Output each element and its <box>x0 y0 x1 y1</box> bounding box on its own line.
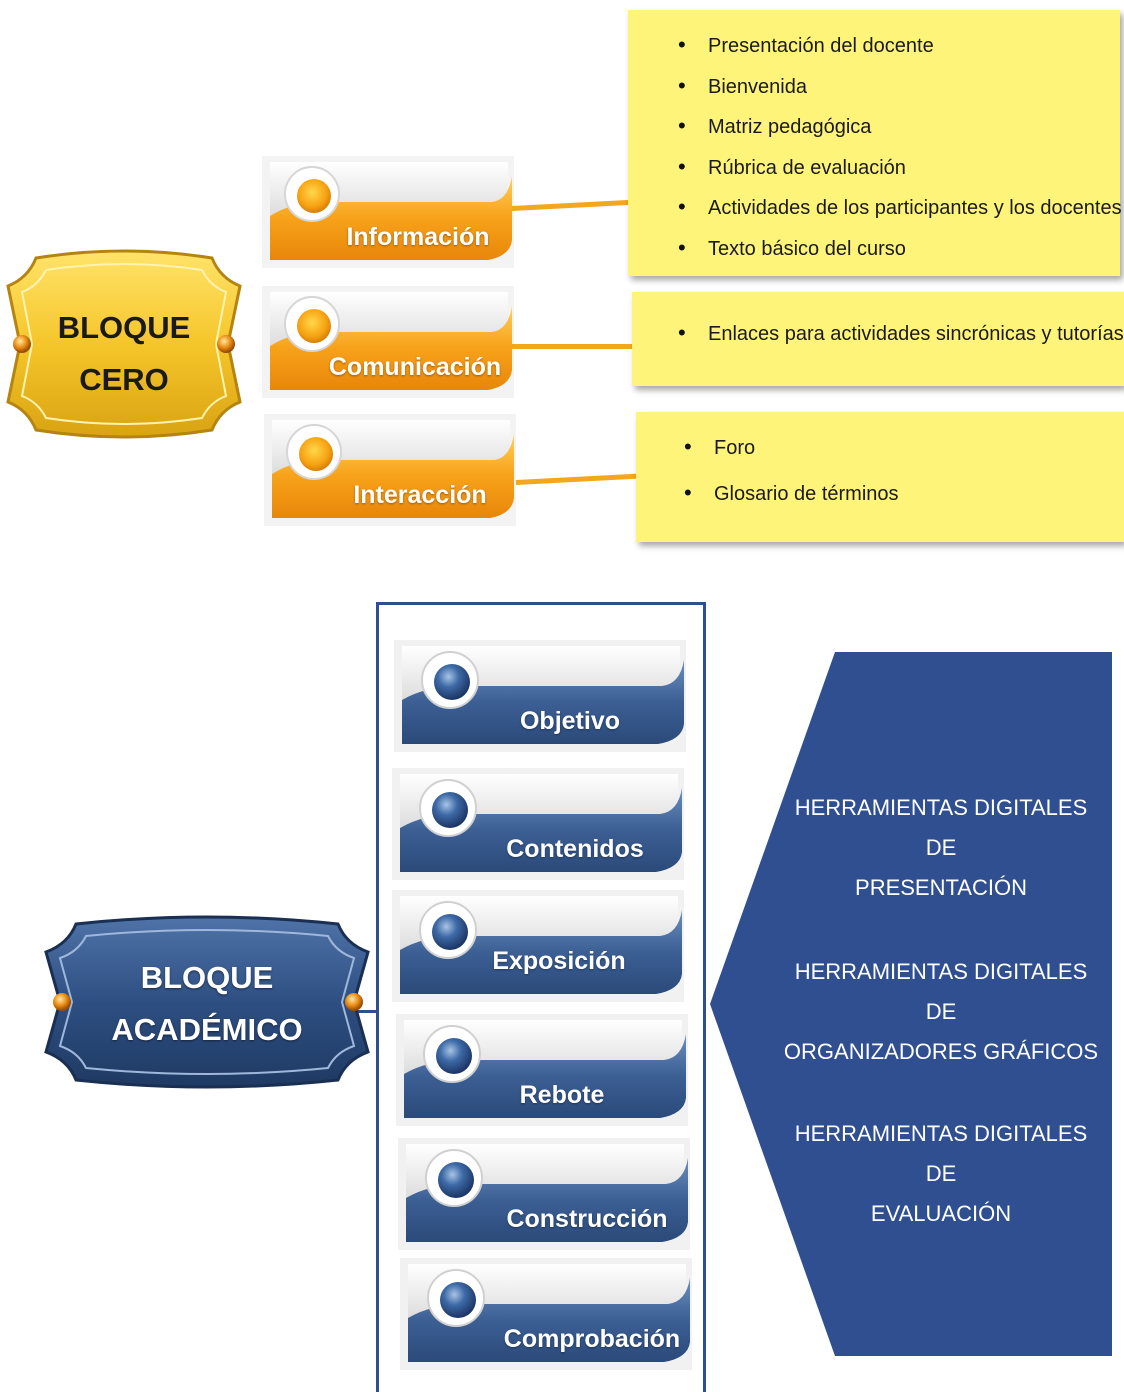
tab-label: Comprobación <box>503 1325 681 1353</box>
tool-evaluacion: HERRAMIENTAS DIGITALES DE EVALUACIÓN <box>794 1121 1088 1226</box>
list-item: Texto básico del curso <box>672 234 1122 276</box>
note-informacion: Presentación del docente Bienvenida Matr… <box>628 10 1122 276</box>
tab-comprobacion[interactable]: Comprobación <box>400 1258 692 1370</box>
note-list: Presentación del docente Bienvenida Matr… <box>672 31 1122 276</box>
tab-label: Exposición <box>492 947 626 975</box>
tab-label: Objetivo <box>519 707 620 735</box>
tab-rebote[interactable]: Rebote <box>396 1014 688 1126</box>
note-list: Enlaces para actividades sincrónicas y t… <box>672 319 1124 348</box>
list-item: Enlaces para actividades sincrónicas y t… <box>672 319 1124 348</box>
bead-icon <box>53 993 71 1011</box>
tab-construccion[interactable]: Construcción <box>398 1138 690 1250</box>
list-item: Bienvenida <box>672 72 1122 114</box>
tab-objetivo[interactable]: Objetivo <box>394 640 686 752</box>
note-list: Foro Glosario de términos <box>678 433 899 526</box>
tab-label: Información <box>346 223 490 251</box>
tab-label: Contenidos <box>506 835 644 863</box>
note-comunicacion: Enlaces para actividades sincrónicas y t… <box>632 292 1124 386</box>
bloque-academico-plaque: BLOQUE ACADÉMICO <box>42 912 372 1092</box>
list-item: Foro <box>678 433 899 480</box>
note-interaccion: Foro Glosario de términos <box>636 412 1124 542</box>
bead-icon <box>217 335 235 353</box>
tab-informacion[interactable]: Información <box>262 156 514 268</box>
tab-exposicion[interactable]: Exposición <box>392 890 684 1002</box>
tab-label: Comunicación <box>328 353 502 381</box>
bloque-cero-title: BLOQUE CERO <box>57 310 191 397</box>
orb-icon <box>299 437 333 471</box>
orb-icon <box>297 179 331 213</box>
connector-comunicacion <box>512 344 634 349</box>
tab-label: Construcción <box>506 1205 668 1233</box>
orb-icon <box>434 664 470 700</box>
tab-label: Rebote <box>519 1081 605 1109</box>
list-item: Matriz pedagógica <box>672 112 1122 154</box>
bloque-cero-plaque: BLOQUE CERO <box>6 248 242 440</box>
orb-icon <box>438 1162 474 1198</box>
bead-icon <box>345 993 363 1011</box>
bloque-academico-title: BLOQUE ACADÉMICO <box>111 960 303 1047</box>
orb-icon <box>440 1282 476 1318</box>
orb-icon <box>432 914 468 950</box>
orb-icon <box>297 309 331 343</box>
tab-interaccion[interactable]: Interacción <box>264 414 516 526</box>
list-item: Glosario de términos <box>678 479 899 526</box>
tab-contenidos[interactable]: Contenidos <box>392 768 684 880</box>
tool-presentacion: HERRAMIENTAS DIGITALES DE PRESENTACIÓN <box>794 795 1088 900</box>
academic-tabs-frame <box>376 602 706 1392</box>
connector-academico <box>358 1010 378 1013</box>
list-item: Presentación del docente <box>672 31 1122 73</box>
list-item: Actividades de los participantes y los d… <box>672 193 1122 235</box>
list-item: Rúbrica de evaluación <box>672 153 1122 195</box>
tool-organizadores: HERRAMIENTAS DIGITALES DE ORGANIZADORES … <box>783 959 1099 1064</box>
tab-comunicacion[interactable]: Comunicación <box>262 286 514 398</box>
orb-icon <box>432 792 468 828</box>
bead-icon <box>13 335 31 353</box>
orb-icon <box>436 1038 472 1074</box>
tab-label: Interacción <box>353 481 487 509</box>
